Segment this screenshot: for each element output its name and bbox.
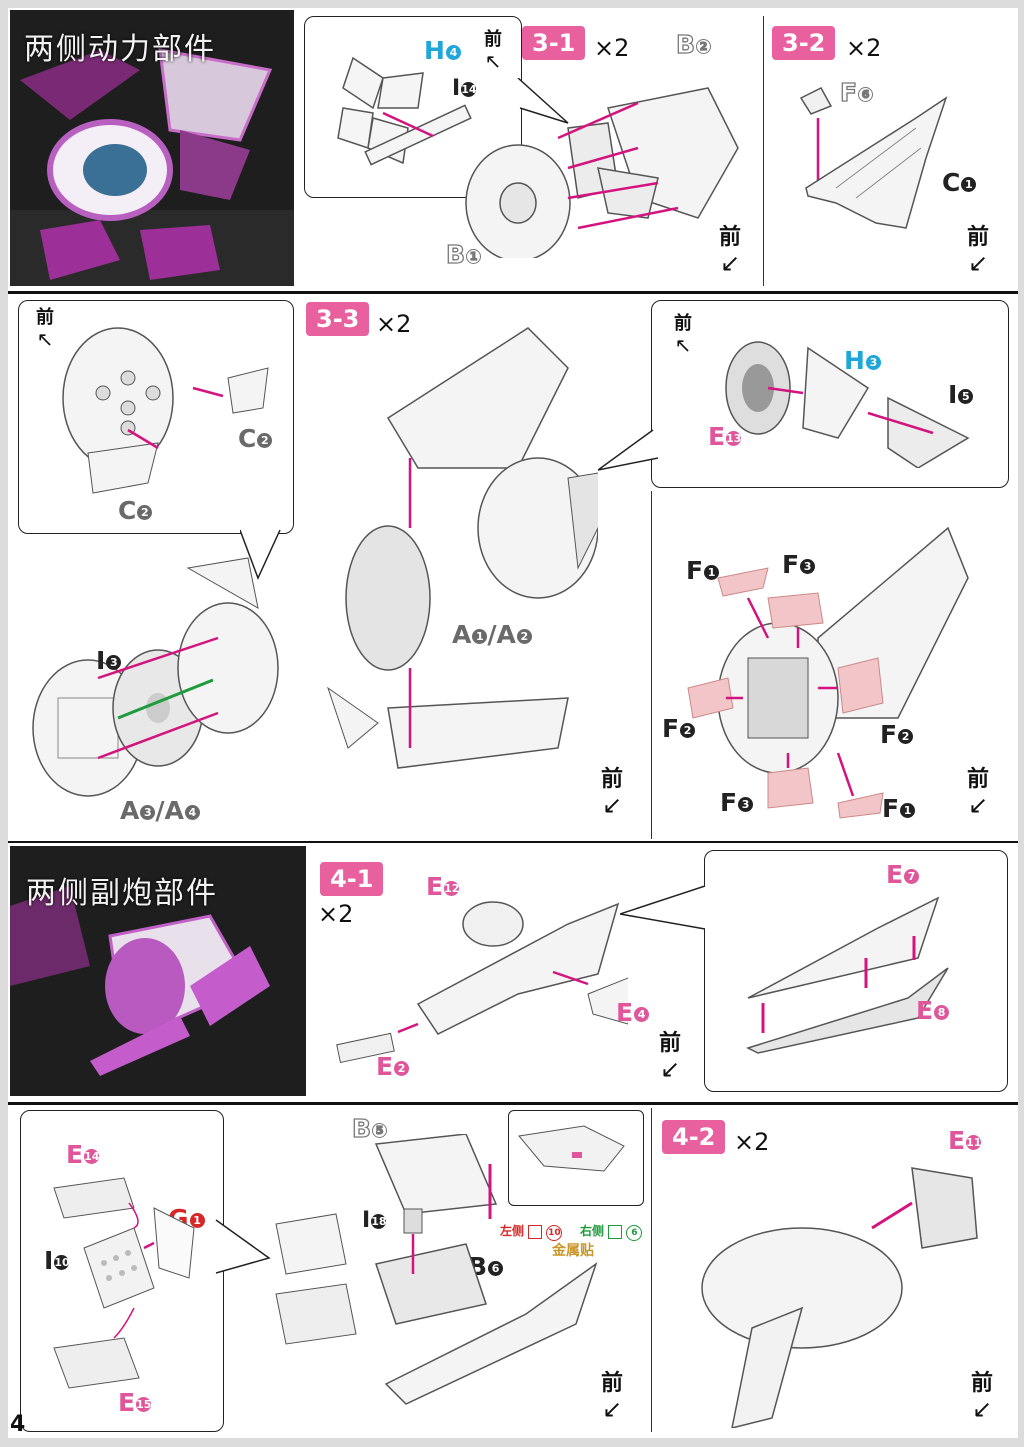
front-indicator: 前↙ (966, 225, 989, 278)
front-indicator: 前↖ (484, 29, 502, 73)
power-unit-render (10, 10, 294, 286)
armor-plate-stack (53, 1177, 195, 1389)
mount-ring-subassembly (62, 327, 269, 494)
part-label-E12: E12 (426, 872, 460, 901)
quantity: ×2 (594, 34, 630, 62)
fan-blade-assembly (337, 56, 472, 166)
metal-sticker-label: 金属贴 (552, 1243, 594, 1259)
quantity: ×2 (734, 1128, 770, 1156)
front-indicator: 前↙ (970, 1371, 993, 1424)
front-indicator: 前↙ (718, 225, 741, 278)
sticker-right-label: 右侧 6 (580, 1222, 643, 1241)
callout-pointer (598, 429, 659, 471)
part-label-I18: I18 (362, 1208, 387, 1233)
step-badge-4-1: 4-1 (320, 862, 384, 896)
engine-with-f-parts (687, 526, 969, 819)
cannon-final-assembly (701, 1167, 978, 1428)
step-badge-3-3: 3-3 (306, 302, 370, 336)
side-power-thumbnail: 两侧动力部件 (10, 10, 294, 286)
callout-pointer (517, 78, 569, 124)
page-number: 4 (10, 1412, 26, 1437)
sticker-left-label: 左侧 10 (500, 1222, 563, 1241)
part-label-I10: I10 (44, 1246, 70, 1275)
engine-front-assembly (32, 557, 379, 797)
step-badge-3-1: 3-1 (522, 26, 586, 60)
front-indicator: 前↙ (600, 767, 623, 820)
cannon-render (10, 846, 306, 1096)
engine-ring-assembly (465, 87, 739, 258)
front-indicator: 前↙ (600, 1371, 623, 1424)
sticker-location-detail (518, 1125, 625, 1172)
section-title: 两侧副炮部件 (26, 876, 218, 911)
section-title: 两侧动力部件 (24, 32, 216, 67)
callout-pointer (215, 1219, 271, 1274)
cannon-subassembly (336, 901, 628, 1064)
hull-part-C1 (799, 87, 948, 229)
part-label-E11: E11 (948, 1126, 982, 1155)
step-badge-4-2: 4-2 (662, 1120, 726, 1154)
front-indicator: 前↖ (36, 307, 54, 351)
part-label-E13: E13 (708, 422, 742, 451)
part-label-I14: I14 (452, 76, 477, 101)
part-label-E15: E15 (118, 1388, 152, 1417)
front-indicator: 前↙ (966, 767, 989, 820)
callout-pointer (240, 529, 281, 580)
side-cannon-thumbnail: 两侧副炮部件 (10, 846, 306, 1096)
callout-pointer (620, 885, 706, 930)
engine-body-parts (345, 327, 598, 769)
part-label-E14: E14 (66, 1140, 100, 1169)
front-indicator: 前↖ (674, 313, 692, 357)
nozzle-assembly (725, 341, 970, 468)
quantity: ×2 (846, 34, 882, 62)
quantity: ×2 (318, 900, 354, 928)
quantity: ×2 (376, 310, 412, 338)
front-indicator: 前↙ (658, 1031, 681, 1084)
cannon-turret-assembly (275, 1134, 598, 1405)
cannon-barrel-halves (746, 896, 949, 1054)
step-badge-3-2: 3-2 (772, 26, 836, 60)
